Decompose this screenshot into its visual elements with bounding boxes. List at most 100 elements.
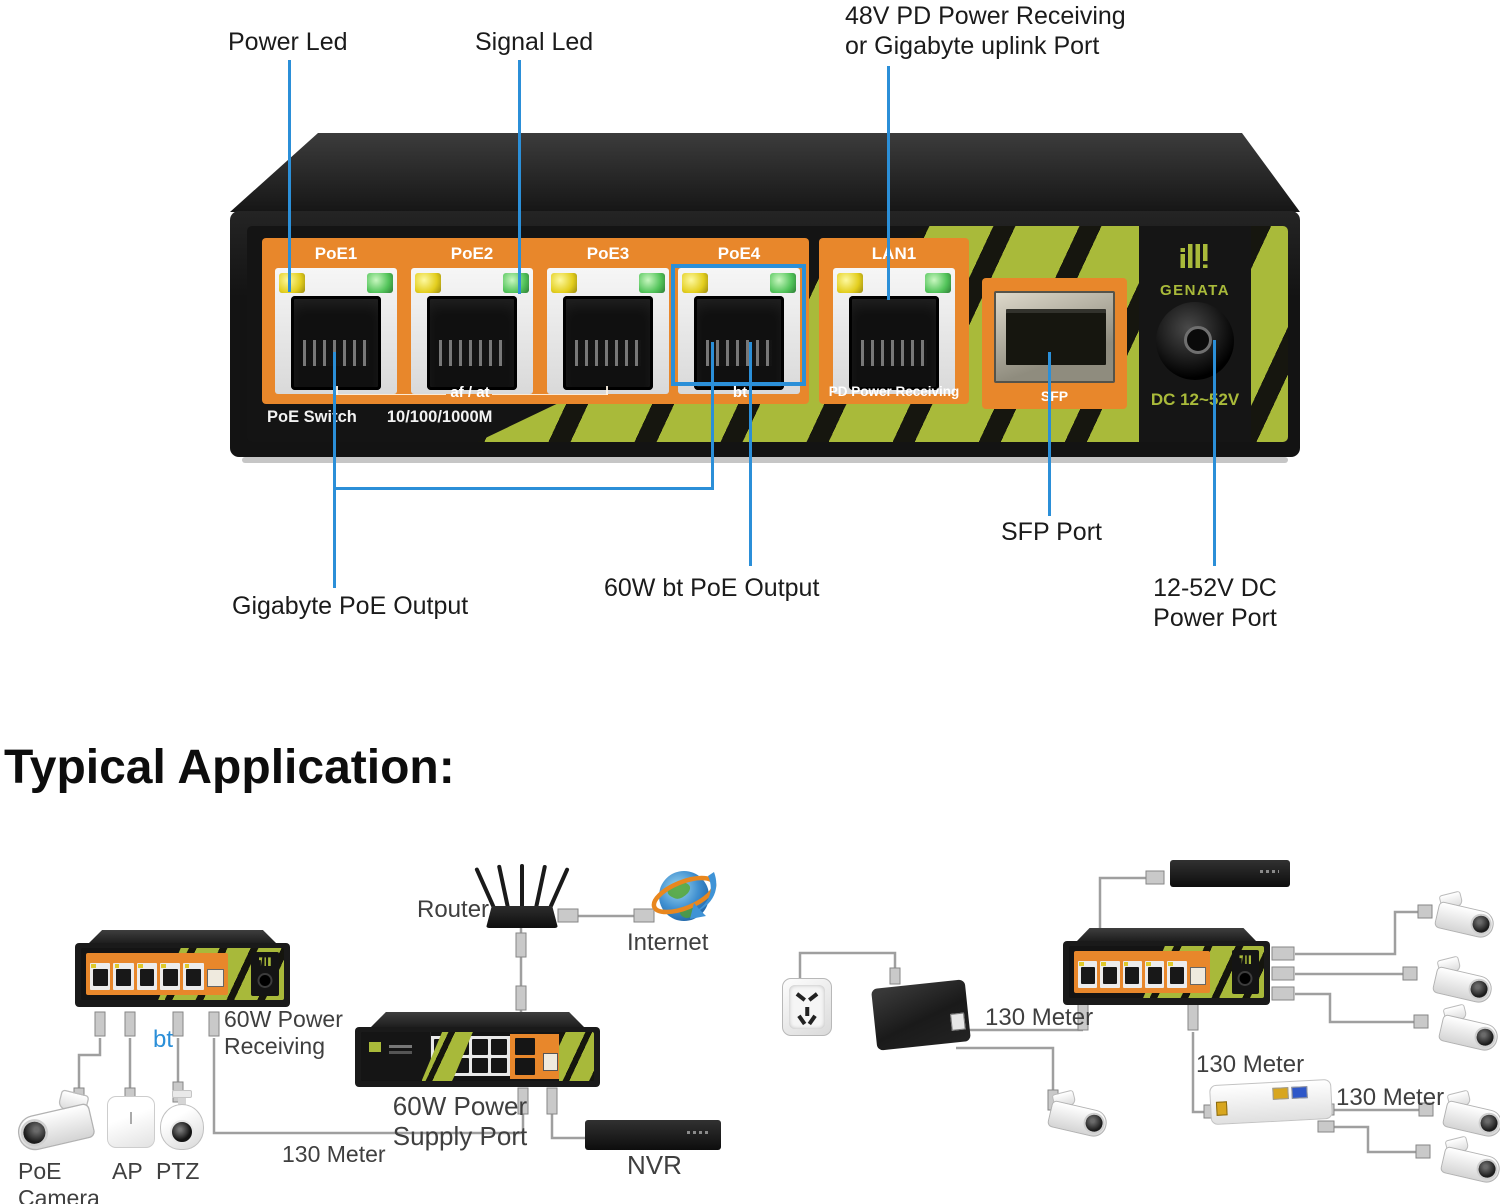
mid-brand-area xyxy=(361,1032,431,1081)
rj45-port-poe3 xyxy=(547,268,669,394)
ptz-cap xyxy=(172,1090,192,1098)
ptz-dome xyxy=(160,1104,204,1150)
extender-port-blue xyxy=(1291,1086,1308,1099)
callout-gigabyte-poe: Gigabyte PoE Output xyxy=(232,592,469,620)
ptz-lens xyxy=(170,1120,194,1144)
mid-uplink-block xyxy=(510,1034,541,1079)
rj45-jack xyxy=(694,296,784,390)
bt-label: bt xyxy=(732,384,748,401)
model-speed: 10/100/1000M xyxy=(386,408,493,426)
supply-line2: Supply Port xyxy=(392,1121,528,1151)
rj45-port xyxy=(113,963,134,990)
rj45-plug xyxy=(94,1011,106,1037)
callout-dc-line1: 12-52V DC xyxy=(1153,574,1277,602)
rj45-plug xyxy=(515,932,527,958)
ptz-label: PTZ xyxy=(156,1158,200,1184)
callout-dc-port: 12-52V DC Power Port xyxy=(1140,573,1290,633)
socket-hole xyxy=(805,1007,809,1016)
supply-label: 60W Power Supply Port xyxy=(370,1091,550,1151)
ptz-camera xyxy=(158,1090,206,1160)
switch-base-edge xyxy=(242,457,1288,463)
rj45-jack xyxy=(291,296,381,390)
poe-camera-line1: PoE xyxy=(18,1158,62,1184)
cable xyxy=(1191,1032,1206,1114)
af-at-bracket-left xyxy=(336,394,446,395)
rj45-plug xyxy=(1271,946,1295,961)
camera-body xyxy=(14,1102,96,1154)
rj45-plug xyxy=(124,1011,136,1037)
poe-extender xyxy=(1209,1078,1333,1126)
camera-lens xyxy=(18,1116,51,1150)
signal-led-icon xyxy=(770,273,796,293)
internet-globe-icon xyxy=(651,871,717,921)
rj45-port xyxy=(183,963,204,990)
mini-brand-panel xyxy=(250,952,279,996)
ip-camera-5 xyxy=(1440,1089,1500,1144)
supply-line1: 60W Power xyxy=(392,1091,528,1121)
mini-switch-face xyxy=(1069,946,1264,998)
signal-led-icon xyxy=(925,273,951,293)
rj45-plug xyxy=(1415,1144,1431,1159)
lan-port-panel: LAN1 PD Power Receiving xyxy=(819,238,969,404)
ip-camera-4 xyxy=(1045,1089,1113,1144)
rj45-jack xyxy=(563,296,653,390)
rj45-plug xyxy=(1413,1014,1429,1029)
callout-sfp-port: SFP Port xyxy=(1001,518,1102,546)
mini-switch-lid xyxy=(1077,928,1256,941)
power-led-icon xyxy=(415,273,441,293)
mini-switch-body xyxy=(1063,941,1270,1005)
rj45-port xyxy=(515,1038,536,1055)
meter-label-injector: 130 Meter xyxy=(985,1004,1094,1031)
rj45-port xyxy=(136,963,158,990)
camera-lens xyxy=(1476,1110,1500,1136)
poe-camera-line2: Camera xyxy=(18,1185,100,1204)
section-heading: Typical Application: xyxy=(4,741,455,794)
internet-label: Internet xyxy=(627,929,709,956)
poe4-callout-line-a xyxy=(711,342,714,490)
socket-hole xyxy=(807,992,819,1002)
sfp-cage xyxy=(994,291,1115,383)
mini-brand-panel xyxy=(1231,950,1260,994)
mini-port-panel xyxy=(86,952,229,996)
rj45-plug xyxy=(1187,1003,1199,1031)
callout-bt-poe: 60W bt PoE Output xyxy=(604,574,820,602)
poe-switch-left xyxy=(75,930,290,1007)
cable xyxy=(1295,992,1416,1024)
poe-camera-label: PoE Camera xyxy=(18,1158,100,1204)
cable xyxy=(1098,876,1148,943)
receiving-line2: Receiving xyxy=(224,1033,325,1059)
access-point xyxy=(107,1096,155,1148)
cable xyxy=(1295,910,1420,956)
mid-switch-body xyxy=(355,1027,600,1087)
meter-label-extender-top: 130 Meter xyxy=(1196,1051,1305,1078)
rj45-port xyxy=(472,1057,489,1073)
router-body xyxy=(486,906,558,928)
brand-name: GENATA xyxy=(1159,282,1231,299)
camera-body xyxy=(1441,1099,1500,1140)
camera-body xyxy=(1431,965,1495,1006)
sfp-port xyxy=(206,968,225,988)
camera-lens xyxy=(1466,976,1492,1002)
cable xyxy=(212,1038,525,1135)
rj45-port xyxy=(1122,961,1142,988)
router-label: Router xyxy=(417,896,490,923)
cable xyxy=(1334,1125,1418,1154)
rj45-port xyxy=(1144,961,1165,988)
rj45-port-poe4 xyxy=(678,268,800,394)
callout-dc-line2: Power Port xyxy=(1153,604,1277,632)
genata-logo-icon xyxy=(1180,244,1208,268)
dc-power-jack xyxy=(1156,302,1234,380)
gigabyte-poe-callout-hline xyxy=(333,487,714,490)
camera-body xyxy=(1439,1145,1500,1186)
meter-label-extender-right: 130 Meter xyxy=(1336,1084,1445,1111)
cable xyxy=(956,1046,1055,1090)
sfp-port xyxy=(1189,966,1207,986)
rj45-plug xyxy=(517,1087,529,1115)
rj45-plug xyxy=(1402,966,1418,981)
rj45-port xyxy=(1167,961,1187,988)
ap-label: AP xyxy=(112,1158,143,1184)
rj45-port xyxy=(515,1058,536,1075)
camera-body xyxy=(1437,1013,1500,1054)
ip-camera-6 xyxy=(1438,1135,1500,1190)
